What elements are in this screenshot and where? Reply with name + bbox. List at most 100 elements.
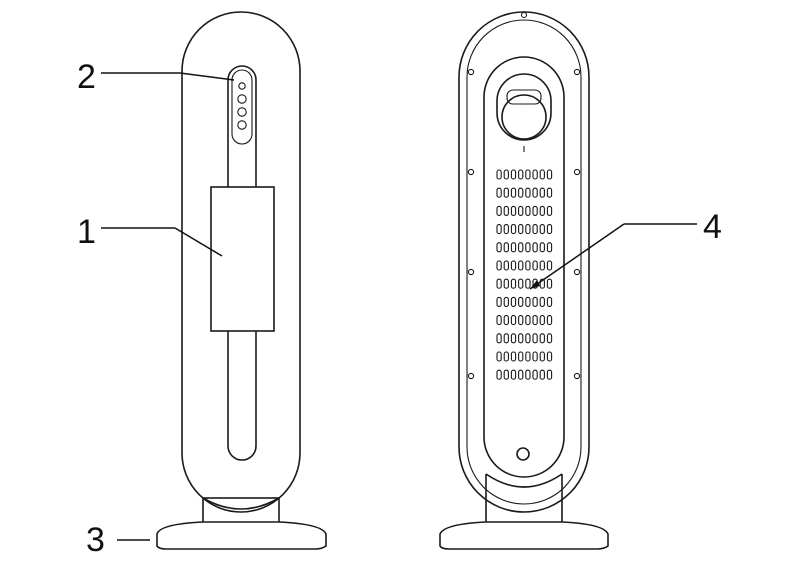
- grille-slot: [539, 187, 545, 198]
- grille-slot: [510, 260, 517, 271]
- grille-slot: [503, 260, 509, 271]
- grille-slot: [525, 224, 531, 235]
- grille-slot: [546, 260, 553, 271]
- grille-slot: [510, 187, 517, 198]
- grille-slot: [496, 278, 502, 289]
- grille-slot: [518, 296, 524, 307]
- rivet: [467, 372, 475, 380]
- grille-slot: [539, 169, 545, 180]
- grille-slot: [518, 187, 524, 198]
- grille-slot: [539, 242, 545, 253]
- grille-slot: [510, 296, 517, 307]
- grille-slot: [510, 351, 517, 362]
- grille-slot: [503, 333, 509, 344]
- grille-slot: [510, 278, 517, 289]
- grille-slot: [496, 224, 502, 235]
- grille-slot: [546, 187, 553, 198]
- grille-slot: [496, 169, 502, 180]
- grille-slot: [539, 351, 545, 362]
- grille-slot: [496, 205, 502, 216]
- grille-slot: [532, 260, 538, 271]
- grille-slot: [546, 315, 553, 326]
- callout-2: 2: [77, 58, 235, 96]
- grille-slot: [518, 260, 524, 271]
- grille-slot: [525, 205, 531, 216]
- grille-slot: [532, 351, 538, 362]
- indicator-light: [516, 447, 530, 461]
- grille-slot: [518, 315, 524, 326]
- grille-slot: [525, 333, 531, 344]
- grille-slot: [532, 169, 538, 180]
- rivet: [573, 168, 581, 176]
- air-grille: [496, 169, 553, 380]
- grille-slot: [496, 315, 502, 326]
- grille-slot: [525, 351, 531, 362]
- right-body-inner-rim: [466, 19, 582, 505]
- handle-box: [210, 186, 275, 332]
- button-icon: [237, 120, 247, 130]
- grille-slot: [532, 296, 538, 307]
- grille-slot: [539, 296, 545, 307]
- rivet: [467, 168, 475, 176]
- grille-slot: [525, 242, 531, 253]
- callout-label-4: 4: [703, 208, 722, 246]
- grille-slot: [510, 315, 517, 326]
- grille-slot: [525, 315, 531, 326]
- grille-slot: [518, 333, 524, 344]
- grille-slot: [539, 278, 545, 289]
- grille-slot: [503, 224, 509, 235]
- button-icon: [238, 82, 246, 90]
- left-body-outline: [181, 11, 301, 513]
- grille-slot: [546, 169, 553, 180]
- grille-slot: [518, 278, 524, 289]
- callout-4: 4: [529, 208, 722, 290]
- button-icon: [237, 107, 247, 117]
- grille-slot: [525, 260, 531, 271]
- grille-slot: [503, 278, 509, 289]
- grille-slot: [546, 205, 553, 216]
- grille-slot: [546, 278, 553, 289]
- grille-slot: [546, 224, 553, 235]
- callout-3: 3: [86, 521, 150, 559]
- grille-slot: [496, 351, 502, 362]
- right-heater-view: [439, 11, 609, 550]
- side-rivets: [467, 68, 581, 380]
- grille-slot: [546, 296, 553, 307]
- grille-slot: [539, 205, 545, 216]
- grille-slot: [518, 169, 524, 180]
- rivet: [573, 372, 581, 380]
- grille-slot: [503, 315, 509, 326]
- grille-slot: [503, 296, 509, 307]
- rivet: [573, 268, 581, 276]
- grille-slot: [496, 187, 502, 198]
- grille-slot: [525, 296, 531, 307]
- grille-slot: [518, 242, 524, 253]
- grille-slot: [532, 333, 538, 344]
- grille-slot: [503, 369, 509, 380]
- button-icon: [237, 94, 247, 104]
- left-base: [156, 497, 327, 550]
- grille-slot: [510, 369, 517, 380]
- grille-slot: [532, 315, 538, 326]
- callout-1: 1: [77, 213, 223, 257]
- grille-slot: [539, 315, 545, 326]
- grille-slot: [539, 260, 545, 271]
- callout-label-2: 2: [77, 58, 96, 96]
- rivet: [573, 68, 581, 76]
- rivet: [467, 268, 475, 276]
- grille-slot: [510, 224, 517, 235]
- grille-slot: [518, 369, 524, 380]
- grille-slot: [525, 369, 531, 380]
- right-base: [439, 473, 609, 550]
- grille-slot: [503, 351, 509, 362]
- grille-slot: [525, 278, 531, 289]
- grille-slot: [518, 224, 524, 235]
- control-panel: [231, 69, 253, 145]
- control-dial: [496, 73, 552, 152]
- grille-slot: [532, 242, 538, 253]
- callout-label-1: 1: [77, 213, 96, 251]
- grille-slot: [546, 242, 553, 253]
- grille-slot: [510, 169, 517, 180]
- grille-slot: [510, 242, 517, 253]
